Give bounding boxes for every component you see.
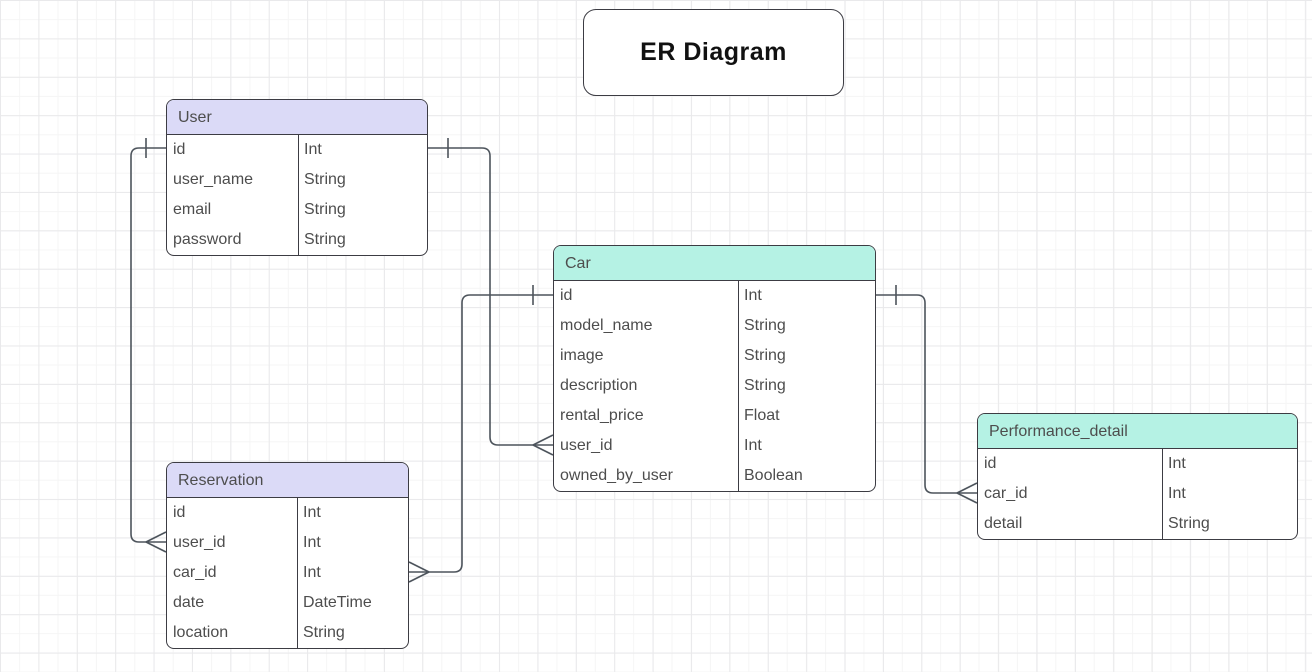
field-type: String <box>303 624 345 641</box>
crowsfoot-many-performance-car-id <box>956 482 978 504</box>
connector-user-reservation[interactable] <box>130 138 167 553</box>
field-name: image <box>560 347 604 364</box>
field-row[interactable]: user_name String <box>167 165 427 195</box>
field-type: Int <box>303 534 321 551</box>
entity-body-performance-detail: id Int car_id Int detail String <box>978 449 1297 539</box>
field-type: String <box>1168 515 1210 532</box>
entity-body-car: id Int model_name String image String de… <box>554 281 875 491</box>
field-name: user_id <box>173 534 226 551</box>
field-type: Boolean <box>744 467 803 484</box>
connector-car-performance-line <box>876 294 977 494</box>
field-row[interactable]: image String <box>554 341 875 371</box>
field-name: date <box>173 594 205 611</box>
crowsfoot-many-reservation-user-id <box>145 531 167 553</box>
field-type: Int <box>303 564 321 581</box>
crowsfoot-many-reservation-car-id <box>408 561 430 583</box>
field-name: id <box>984 455 997 472</box>
entity-table-car[interactable]: Car id Int model_name String image Strin… <box>553 245 876 492</box>
field-type: Int <box>1168 455 1186 472</box>
field-row[interactable]: model_name String <box>554 311 875 341</box>
crowsfoot-many-car-user-id <box>532 434 554 456</box>
field-name: rental_price <box>560 407 644 424</box>
entity-table-reservation[interactable]: Reservation id Int user_id Int car_id In… <box>166 462 409 649</box>
field-type: Int <box>304 141 322 158</box>
field-name: password <box>173 231 242 248</box>
field-name: location <box>173 624 229 641</box>
field-row[interactable]: description String <box>554 371 875 401</box>
field-row[interactable]: id Int <box>167 498 408 528</box>
entity-header-performance-detail[interactable]: Performance_detail <box>978 414 1297 449</box>
field-row[interactable]: id Int <box>167 135 427 165</box>
title-box[interactable]: ER Diagram <box>583 9 844 96</box>
field-type: String <box>744 317 786 334</box>
field-type: Int <box>303 504 321 521</box>
field-name: id <box>173 141 186 158</box>
connector-user-car[interactable] <box>428 138 554 456</box>
field-name: owned_by_user <box>560 467 673 484</box>
connector-user-reservation-line <box>130 147 166 543</box>
field-type: String <box>744 347 786 364</box>
field-type: Int <box>1168 485 1186 502</box>
field-name: description <box>560 377 638 394</box>
field-row[interactable]: location String <box>167 618 408 648</box>
diagram-title: ER Diagram <box>640 38 787 66</box>
field-row[interactable]: date DateTime <box>167 588 408 618</box>
field-type: String <box>304 231 346 248</box>
field-row[interactable]: user_id Int <box>167 528 408 558</box>
entity-table-performance-detail[interactable]: Performance_detail id Int car_id Int det… <box>977 413 1298 540</box>
field-row[interactable]: id Int <box>554 281 875 311</box>
field-type: Float <box>744 407 780 424</box>
entity-table-user[interactable]: User id Int user_name String email Strin… <box>166 99 428 256</box>
field-name: email <box>173 201 212 218</box>
field-type: String <box>304 171 346 188</box>
connector-car-reservation-line <box>409 294 553 573</box>
field-name: car_id <box>984 485 1028 502</box>
field-name: id <box>560 287 573 304</box>
entity-header-reservation[interactable]: Reservation <box>167 463 408 498</box>
field-row[interactable]: car_id Int <box>167 558 408 588</box>
field-type: DateTime <box>303 594 372 611</box>
connector-user-car-line <box>428 147 553 446</box>
field-name: user_id <box>560 437 613 454</box>
field-row[interactable]: id Int <box>978 449 1297 479</box>
entity-header-car[interactable]: Car <box>554 246 875 281</box>
field-type: String <box>304 201 346 218</box>
connector-car-performance[interactable] <box>876 285 978 504</box>
entity-header-user[interactable]: User <box>167 100 427 135</box>
field-row[interactable]: car_id Int <box>978 479 1297 509</box>
field-name: id <box>173 504 186 521</box>
field-row[interactable]: rental_price Float <box>554 401 875 431</box>
field-name: detail <box>984 515 1023 532</box>
field-name: user_name <box>173 171 254 188</box>
field-type: String <box>744 377 786 394</box>
field-type: Int <box>744 287 762 304</box>
entity-body-reservation: id Int user_id Int car_id Int date DateT… <box>167 498 408 648</box>
field-row[interactable]: email String <box>167 195 427 225</box>
connector-car-reservation[interactable] <box>408 285 553 583</box>
field-row[interactable]: password String <box>167 225 427 255</box>
field-name: car_id <box>173 564 217 581</box>
field-row[interactable]: user_id Int <box>554 431 875 461</box>
entity-body-user: id Int user_name String email String pas… <box>167 135 427 255</box>
field-name: model_name <box>560 317 653 334</box>
field-type: Int <box>744 437 762 454</box>
field-row[interactable]: detail String <box>978 509 1297 539</box>
field-row[interactable]: owned_by_user Boolean <box>554 461 875 491</box>
